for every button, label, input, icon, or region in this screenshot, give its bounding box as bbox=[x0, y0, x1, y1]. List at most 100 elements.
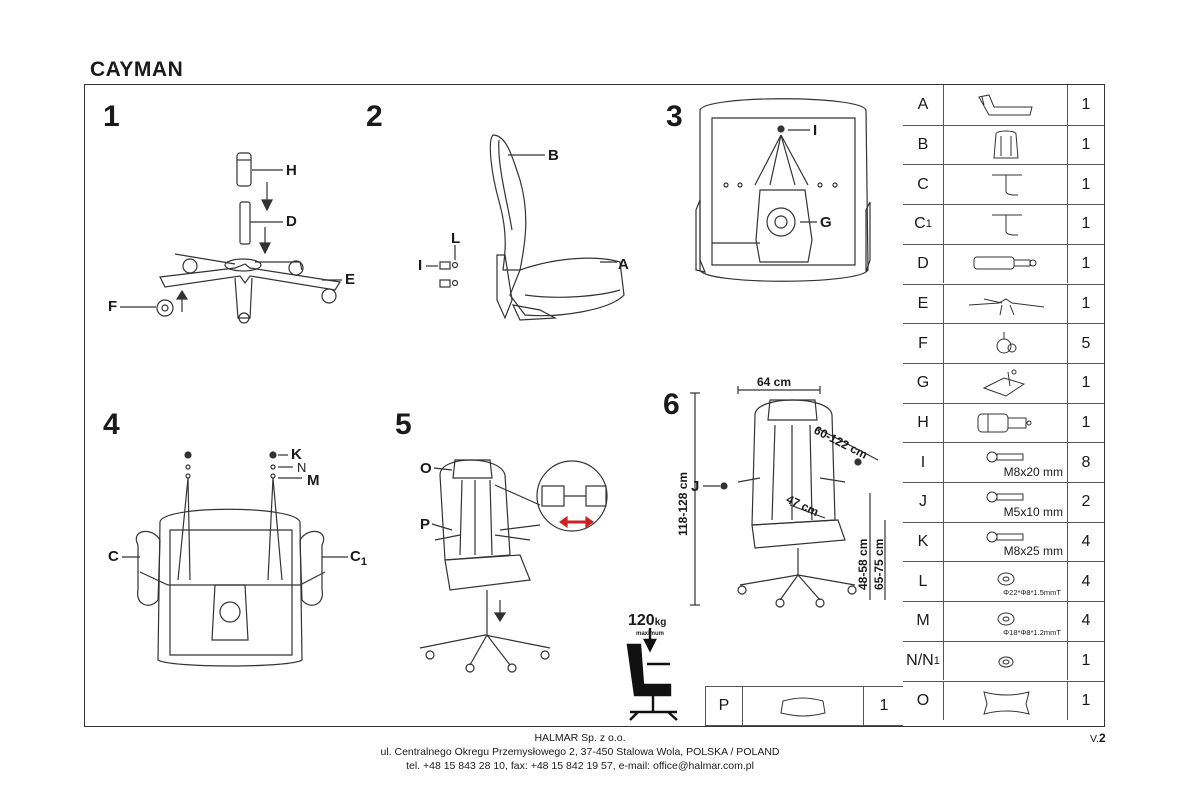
part-qty: 1 bbox=[1081, 175, 1091, 193]
step-4-number: 4 bbox=[103, 408, 120, 441]
armrest-icon bbox=[944, 205, 1068, 244]
label-g: G bbox=[820, 214, 832, 231]
label-d: D bbox=[286, 213, 297, 230]
part-qty: 1 bbox=[879, 697, 889, 714]
base-icon bbox=[944, 284, 1068, 324]
parts-row: K M8x25 mm 4 bbox=[903, 521, 1104, 562]
version: V.2 bbox=[1090, 731, 1106, 745]
washer-icon: Φ22*Φ8*1.5mmT bbox=[944, 562, 1068, 602]
part-qty: 8 bbox=[1081, 453, 1091, 471]
max-load-value: 120 bbox=[628, 612, 655, 629]
step3-drawing bbox=[695, 98, 871, 282]
backrest-icon bbox=[944, 125, 1068, 165]
assembly-frame bbox=[84, 84, 1105, 727]
part-qty: 1 bbox=[1081, 95, 1091, 113]
dim-height: 118-128 cm bbox=[676, 471, 690, 536]
parts-row: M Φ18*Φ8*1.2mmT 4 bbox=[903, 601, 1104, 641]
part-code: F bbox=[903, 324, 944, 363]
dim-seat-height-1: 48-58 cm bbox=[856, 538, 870, 590]
part-code: L bbox=[903, 562, 944, 602]
part-code: E bbox=[903, 284, 944, 324]
label-j: J bbox=[691, 478, 700, 495]
lumbar-pillow-icon bbox=[743, 687, 864, 725]
part-code: P bbox=[706, 687, 743, 725]
part-code: B bbox=[903, 125, 944, 165]
part-code: M bbox=[903, 602, 944, 641]
part-spec: M8x20 mm bbox=[1003, 464, 1063, 479]
part-code: H bbox=[903, 403, 944, 443]
pillow-icon bbox=[944, 681, 1068, 721]
part-qty: 2 bbox=[1081, 493, 1091, 511]
part-code: A bbox=[903, 85, 944, 125]
label-e: E bbox=[345, 271, 356, 288]
cover-icon bbox=[944, 403, 1068, 443]
label-l: L bbox=[451, 230, 461, 247]
seat-icon bbox=[944, 85, 1068, 125]
label-f: F bbox=[108, 298, 118, 315]
part-code: G bbox=[903, 363, 944, 403]
part-qty: 1 bbox=[1081, 691, 1091, 709]
parts-row-p: P 1 bbox=[705, 686, 903, 726]
step-6-number: 6 bbox=[663, 388, 680, 421]
part-code: K bbox=[903, 522, 944, 562]
label-m: M bbox=[307, 472, 320, 489]
part-qty: 1 bbox=[1081, 374, 1091, 392]
part-code: J bbox=[903, 483, 944, 522]
label-a: A bbox=[618, 256, 629, 273]
footer-contact: tel. +48 15 843 28 10, fax: +48 15 842 1… bbox=[406, 760, 754, 772]
step1-drawing bbox=[120, 152, 342, 324]
part-spec: Φ18*Φ8*1.2mmT bbox=[1003, 627, 1061, 637]
step2-drawing bbox=[426, 134, 625, 321]
mechanism-icon bbox=[944, 363, 1068, 403]
label-p: P bbox=[420, 516, 431, 533]
part-qty: 1 bbox=[1081, 255, 1091, 273]
part-qty: 4 bbox=[1081, 533, 1091, 551]
part-code: D bbox=[903, 244, 944, 284]
step4-drawing bbox=[122, 451, 348, 667]
part-qty: 1 bbox=[1081, 215, 1091, 233]
step5-drawing bbox=[419, 459, 608, 673]
part-code: C bbox=[903, 165, 944, 205]
max-load-chair-icon bbox=[626, 628, 678, 721]
spring-washer-icon bbox=[944, 641, 1068, 681]
step-1-number: 1 bbox=[103, 100, 120, 133]
part-qty: 1 bbox=[1081, 652, 1091, 670]
dim-width: 64 cm bbox=[757, 375, 792, 389]
label-i: I bbox=[418, 257, 423, 274]
caster-icon bbox=[944, 324, 1068, 363]
part-qty: 1 bbox=[1081, 136, 1091, 154]
part-code: I bbox=[903, 443, 944, 482]
part-spec: M5x10 mm bbox=[1003, 504, 1063, 519]
label-c1: C1 bbox=[350, 548, 367, 568]
bolt-icon: M8x20 mm bbox=[944, 443, 1068, 482]
footer: HALMAR Sp. z o.o. ul. Centralnego Okregu… bbox=[0, 731, 1160, 773]
parts-row: J M5x10 mm 2 bbox=[903, 482, 1104, 522]
part-qty: 1 bbox=[1081, 294, 1091, 312]
page-title: CAYMAN bbox=[90, 58, 184, 81]
footer-company: HALMAR Sp. z o.o. bbox=[534, 732, 626, 744]
max-load-caption: maximum bbox=[636, 631, 665, 637]
part-qty: 4 bbox=[1081, 612, 1091, 630]
washer-icon: Φ18*Φ8*1.2mmT bbox=[944, 602, 1068, 641]
label-o: O bbox=[420, 460, 432, 477]
part-qty: 5 bbox=[1081, 334, 1091, 352]
step-5-number: 5 bbox=[395, 408, 412, 441]
gas-lift-icon bbox=[944, 244, 1068, 284]
bolt-icon: M8x25 mm bbox=[944, 522, 1068, 562]
part-spec: M8x25 mm bbox=[1003, 544, 1063, 559]
part-qty: 4 bbox=[1081, 572, 1091, 590]
label-k: K bbox=[291, 446, 302, 463]
bolt-icon: M5x10 mm bbox=[944, 483, 1068, 522]
